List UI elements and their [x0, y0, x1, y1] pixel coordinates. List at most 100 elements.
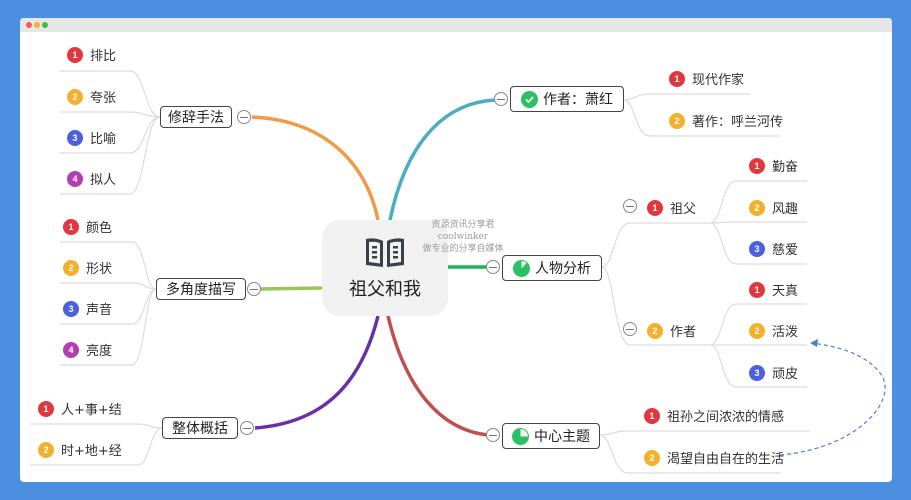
subtopic-item[interactable]: 1 现代作家 [669, 69, 744, 88]
priority-3-icon: 3 [749, 240, 765, 257]
collapse-toggle[interactable] [623, 199, 637, 213]
subtopic-label: 现代作家 [692, 73, 745, 88]
priority-2-icon: 2 [749, 322, 765, 339]
mindmap-window: 祖父和我 资源资讯分享君 coolwinker 做专业的分享自媒体 修辞手法 1… [20, 18, 892, 482]
priority-1-icon: 1 [749, 157, 765, 174]
subtopic-item[interactable]: 1 勤奋 [749, 156, 798, 175]
subtopic-item[interactable]: 1 人+事+结 [38, 399, 122, 418]
close-window-button[interactable] [26, 22, 32, 28]
open-book-icon [366, 238, 404, 267]
progress-pie-icon [513, 259, 530, 277]
priority-2-icon: 2 [647, 322, 663, 339]
subtopic-label: 祖孙之间浓浓的情感 [667, 410, 785, 425]
subtopic-item[interactable]: 2 渴望自由自在的生活 [644, 448, 784, 467]
subtopic-label: 形状 [86, 262, 113, 277]
subtopic-item[interactable]: 2 著作：呼兰河传 [669, 111, 783, 130]
collapse-toggle[interactable] [486, 260, 500, 274]
subtopic-label: 祖父 [670, 202, 697, 217]
subtopic-label: 亮度 [86, 344, 113, 359]
priority-1-icon: 1 [647, 199, 663, 216]
priority-2-icon: 2 [644, 449, 660, 466]
priority-2-icon: 2 [38, 441, 54, 458]
subtopic-item[interactable]: 3 比喻 [67, 128, 116, 147]
topic-rhetoric[interactable]: 修辞手法 [160, 106, 232, 128]
subtopic-item[interactable]: 2 形状 [63, 258, 112, 277]
subtopic-label: 夸张 [90, 91, 117, 106]
priority-3-icon: 3 [749, 364, 765, 381]
subtopic-label: 拟人 [90, 173, 117, 188]
central-topic-title: 祖父和我 [349, 279, 421, 300]
topic-author[interactable]: 作者：萧红 [510, 86, 624, 112]
subtopic-item[interactable]: 3 顽皮 [749, 363, 798, 382]
collapse-toggle[interactable] [247, 282, 261, 296]
subtopic-label: 颜色 [86, 221, 113, 236]
subtopic-label: 声音 [86, 303, 113, 318]
topic-label: 修辞手法 [168, 110, 224, 126]
subtopic-label: 活泼 [772, 325, 799, 340]
collapse-toggle[interactable] [623, 322, 637, 336]
subtopic-item[interactable]: 1 排比 [67, 45, 116, 64]
topic-label: 多角度描写 [166, 282, 236, 298]
topic-label: 中心主题 [534, 429, 590, 445]
topic-label: 人物分析 [535, 261, 591, 277]
subtopic-item[interactable]: 2 风趣 [749, 198, 798, 217]
collapse-toggle[interactable] [240, 421, 254, 435]
topic-label: 作者：萧红 [543, 92, 613, 108]
subtopic-item[interactable]: 4 亮度 [63, 340, 112, 359]
subtopic-label: 慈爱 [772, 243, 799, 258]
priority-1-icon: 1 [669, 70, 685, 87]
connector-lines [30, 70, 886, 474]
subtopic-label: 排比 [90, 49, 117, 64]
watermark-line: 资源资讯分享君 [431, 220, 495, 230]
priority-4-icon: 4 [63, 341, 79, 358]
collapse-toggle[interactable] [494, 92, 508, 106]
collapse-toggle[interactable] [237, 110, 251, 124]
subtopic-label: 比喻 [90, 132, 117, 147]
subtopic-item[interactable]: 3 慈爱 [749, 239, 798, 258]
priority-1-icon: 1 [749, 281, 765, 298]
subtopic-label: 人+事+结 [61, 403, 122, 418]
priority-1-icon: 1 [67, 46, 83, 63]
subtopic-label: 渴望自由自在的生活 [667, 452, 785, 467]
subtopic-label: 著作：呼兰河传 [692, 115, 784, 130]
subtopic-item[interactable]: 1 天真 [749, 280, 798, 299]
priority-2-icon: 2 [67, 88, 83, 105]
subtopic-label: 顽皮 [772, 367, 799, 382]
subtopic-label: 天真 [772, 284, 799, 299]
central-topic[interactable]: 祖父和我 [322, 220, 448, 316]
subtopic-item[interactable]: 2 活泼 [749, 321, 798, 340]
subtopic-label: 风趣 [772, 202, 799, 217]
priority-1-icon: 1 [63, 218, 79, 235]
watermark-line: 做专业的分享自媒体 [422, 244, 504, 254]
priority-4-icon: 4 [67, 170, 83, 187]
watermark: 资源资讯分享君 coolwinker 做专业的分享自媒体 [408, 219, 518, 255]
subtopic-item[interactable]: 1 祖孙之间浓浓的情感 [644, 406, 784, 425]
priority-3-icon: 3 [63, 300, 79, 317]
subtopic-item[interactable]: 4 拟人 [67, 169, 116, 188]
topic-description[interactable]: 多角度描写 [156, 278, 246, 300]
priority-2-icon: 2 [749, 199, 765, 216]
topic-characters[interactable]: 人物分析 [502, 255, 602, 281]
priority-2-icon: 2 [63, 259, 79, 276]
subtopic-item[interactable]: 1 颜色 [63, 217, 112, 236]
topic-summary[interactable]: 整体概括 [162, 417, 238, 439]
subtopic-item[interactable]: 2 夸张 [67, 87, 116, 106]
priority-3-icon: 3 [67, 129, 83, 146]
subtopic-label: 时+地+经 [61, 444, 122, 459]
window-titlebar [20, 18, 892, 32]
progress-pie-icon [512, 427, 529, 445]
subtopic-item[interactable]: 3 声音 [63, 299, 112, 318]
priority-1-icon: 1 [644, 407, 660, 424]
maximize-window-button[interactable] [42, 22, 48, 28]
subtopic-author[interactable]: 2 作者 [647, 321, 696, 340]
collapse-toggle[interactable] [486, 428, 500, 442]
topic-theme[interactable]: 中心主题 [502, 423, 600, 449]
minimize-window-button[interactable] [34, 22, 40, 28]
priority-2-icon: 2 [669, 112, 685, 129]
topic-label: 整体概括 [172, 421, 228, 437]
watermark-line: coolwinker [437, 232, 489, 242]
subtopic-grandfather[interactable]: 1 祖父 [647, 198, 696, 217]
subtopic-item[interactable]: 2 时+地+经 [38, 440, 122, 459]
subtopic-label: 勤奋 [772, 160, 799, 175]
subtopic-label: 作者 [670, 325, 697, 340]
